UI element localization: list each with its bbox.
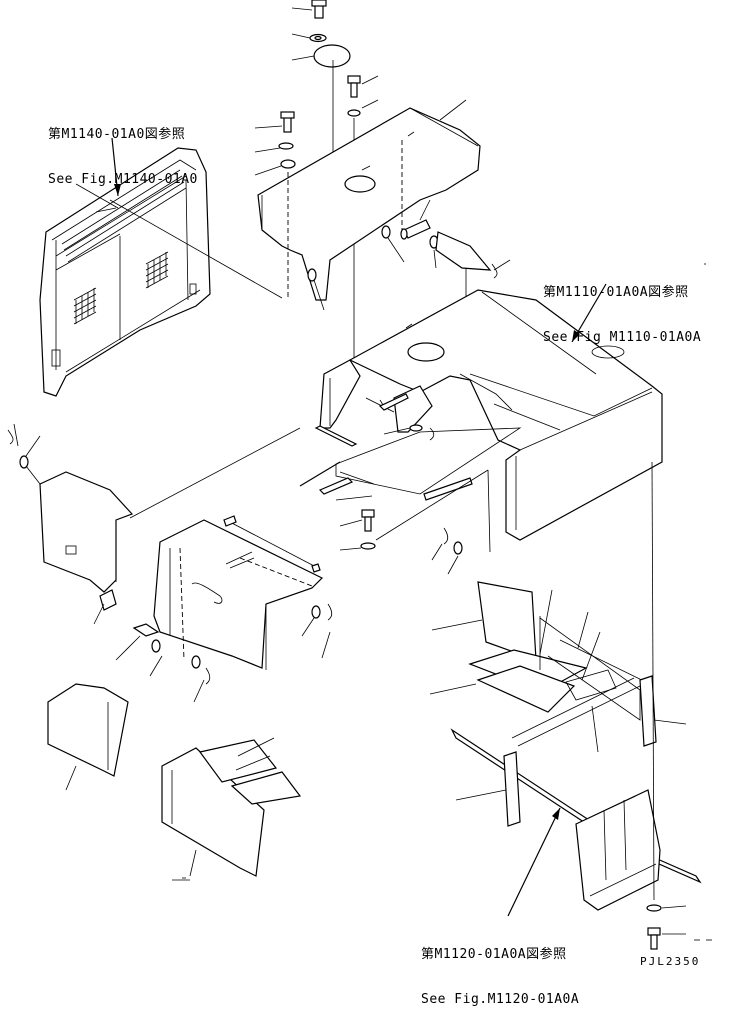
ref-m1120-line2: See Fig.M1120-01A0A (421, 992, 580, 1007)
ref-m1140-label: 第M1140-01A0図参照 See Fig.M1140-01A0 (48, 97, 198, 202)
door-mesh-left (73, 287, 97, 325)
left-side-plate (7, 423, 301, 625)
ref-m1110-label: 第M1110-01A0A図参照 See Fig M1110-01A0A (543, 255, 701, 360)
ref-m1110-line2: See Fig M1110-01A0A (543, 330, 702, 345)
right-bottom-fasteners (646, 461, 712, 950)
ref-m1140-line1: 第M1140-01A0図参照 (48, 127, 186, 142)
m1120-pointer (507, 807, 561, 917)
rear-guard-plate (575, 789, 661, 911)
ref-m1120-line1: 第M1120-01A0A図参照 (421, 947, 567, 962)
exploded-parts-diagram (7, 0, 712, 950)
drawing-number: PJL2350 (640, 955, 701, 968)
floor-plate (318, 427, 522, 553)
bolt-left-top (254, 111, 296, 176)
ref-m1140-line2: See Fig.M1140-01A0 (48, 172, 198, 187)
center-panel-fasteners (115, 603, 333, 703)
left-door-assembly (39, 147, 283, 397)
support-stand (299, 359, 435, 487)
mid-bolt-stack (339, 509, 463, 575)
lower-center-cover (161, 737, 302, 881)
lower-left-cover (47, 683, 129, 791)
main-body-frame (348, 289, 663, 541)
m1110-pointer (571, 283, 607, 343)
ref-m1110-line1: 第M1110-01A0A図参照 (543, 285, 689, 300)
ref-m1120-label: 第M1120-01A0A図参照 See Fig.M1120-01A0A (421, 917, 579, 1022)
top-cover-fasteners (291, 0, 351, 180)
upper-hood-panel (257, 99, 481, 311)
door-mesh-right (145, 251, 169, 289)
door-louvre (61, 169, 187, 263)
lower-right-frame (429, 581, 687, 753)
pin-and-washer (381, 199, 511, 370)
center-side-panel (153, 515, 324, 670)
long-rail (450, 728, 702, 884)
